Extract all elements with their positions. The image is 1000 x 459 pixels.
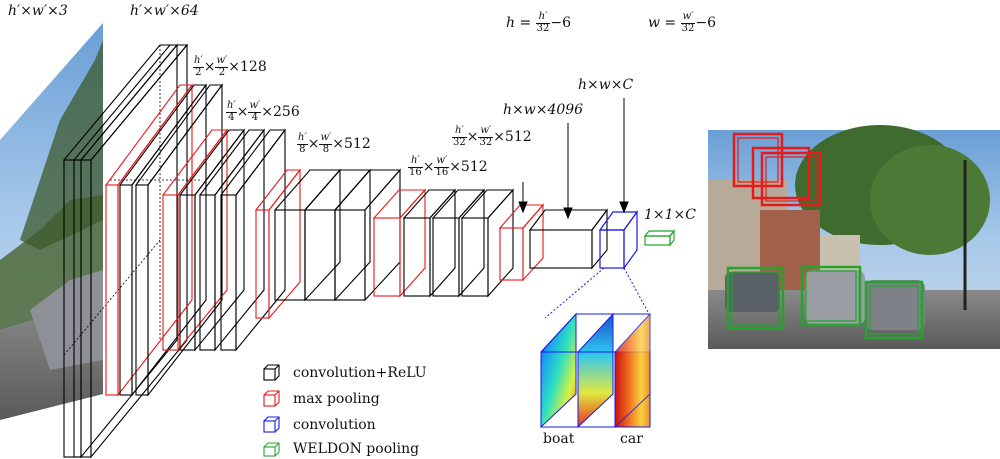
pool-block-1 bbox=[104, 83, 194, 397]
legend-item-convolution: convolution bbox=[293, 417, 376, 433]
label-map-car: car bbox=[620, 431, 643, 447]
legend-item-max-pooling: max pooling bbox=[293, 391, 380, 407]
conv-block-64 bbox=[62, 43, 189, 459]
label-map-boat: boat bbox=[543, 431, 575, 447]
conv-block-512a bbox=[273, 168, 402, 302]
legend-icon-weldon bbox=[263, 442, 280, 457]
pool-block-2 bbox=[161, 128, 229, 352]
detection-boxes-car bbox=[726, 265, 924, 340]
label-conv512a-dims: h′8×w′8×512 bbox=[297, 132, 371, 155]
conv-final-block bbox=[598, 210, 639, 270]
legend-label: convolution bbox=[293, 417, 376, 433]
weldon-output-block bbox=[643, 229, 676, 247]
conv-block-128 bbox=[118, 83, 224, 397]
label-conv256-dims: h′4×w′4×256 bbox=[226, 100, 300, 123]
label-hwc-dims: h×w×C bbox=[578, 77, 634, 93]
conv-block-512b bbox=[402, 188, 515, 298]
label-conv512c-dims: h′32×w′32×512 bbox=[452, 125, 532, 148]
legend-label: convolution+ReLU bbox=[293, 365, 427, 381]
legend-icon-pool bbox=[263, 390, 280, 407]
input-image bbox=[0, 23, 103, 420]
label-fc4096-dims: h×w×4096 bbox=[503, 102, 584, 118]
pool-block-3 bbox=[254, 168, 302, 320]
dotted-inner-lines bbox=[63, 45, 200, 356]
score-maps bbox=[540, 312, 651, 429]
formula-w: w = w′32−6 bbox=[648, 11, 716, 34]
legend-item-conv-relu: convolution+ReLU bbox=[293, 365, 427, 381]
legend-item-weldon-pooling: WELDON pooling bbox=[293, 441, 419, 457]
conv-block-4096 bbox=[528, 208, 609, 270]
pool-block-4 bbox=[372, 188, 427, 298]
output-image bbox=[708, 125, 1000, 349]
detection-boxes-boat bbox=[732, 132, 822, 207]
label-input-dims: h′×w′×3 bbox=[8, 3, 68, 19]
label-output-dims: 1×1×C bbox=[644, 207, 696, 223]
projection-lines bbox=[544, 267, 649, 319]
legend-icon-convolution bbox=[263, 416, 280, 433]
label-conv64-dims: h′×w′×64 bbox=[130, 3, 199, 19]
label-conv128-dims: h′2×w′2×128 bbox=[193, 55, 267, 78]
pool-block-5 bbox=[498, 203, 545, 282]
label-conv512b-dims: h′16×w′16×512 bbox=[408, 155, 488, 178]
legend-icon-conv bbox=[263, 364, 280, 381]
arrows bbox=[518, 98, 629, 220]
legend-label: WELDON pooling bbox=[293, 441, 420, 457]
legend-label: max pooling bbox=[293, 391, 380, 407]
conv-block-256 bbox=[178, 128, 287, 352]
legend-icons bbox=[263, 364, 280, 457]
formula-h: h = h′32−6 bbox=[506, 11, 572, 34]
